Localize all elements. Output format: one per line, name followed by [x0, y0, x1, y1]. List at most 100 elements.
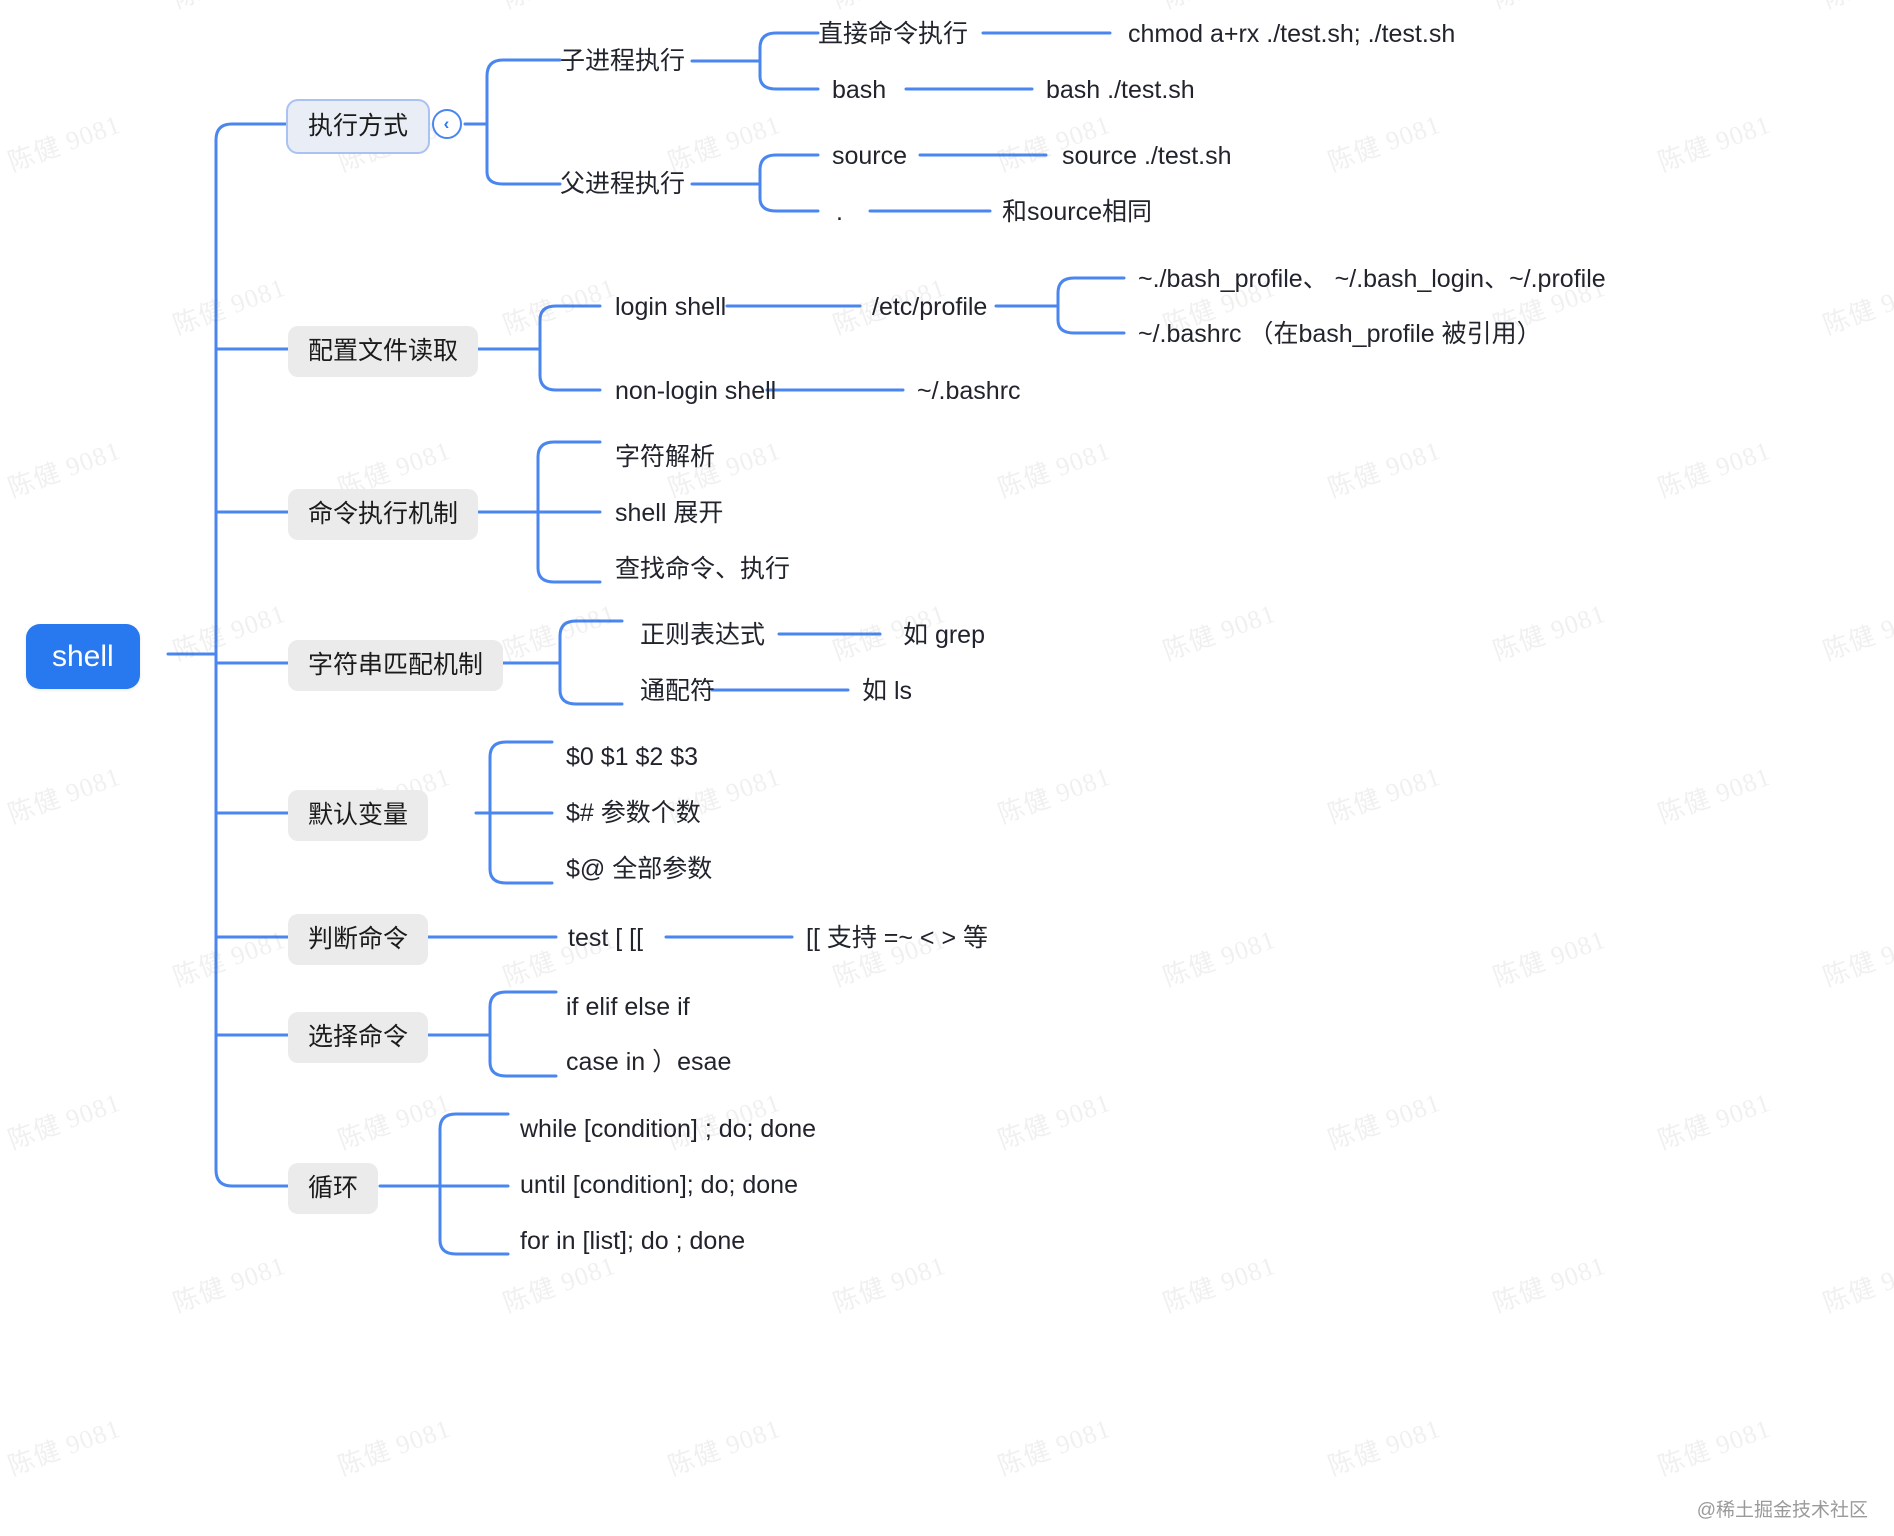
branch-node-loop[interactable]: 循环: [288, 1163, 379, 1214]
node-bash-detail[interactable]: bash ./test.sh: [1046, 75, 1195, 105]
chevron-left-icon[interactable]: ‹: [432, 109, 462, 139]
node-dot[interactable]: .: [836, 197, 843, 227]
node-label: 查找命令、执行: [615, 555, 791, 583]
node-source[interactable]: source: [832, 141, 907, 171]
node-param-count[interactable]: $# 参数个数: [566, 798, 701, 828]
node-dot-detail[interactable]: 和source相同: [1002, 197, 1152, 227]
branch-node-default-variables[interactable]: 默认变量: [288, 790, 429, 841]
watermark-text: 陈健 9081: [664, 1413, 785, 1482]
branch-node-execution-mode[interactable]: 执行方式: [288, 101, 429, 152]
branch-node-config-files[interactable]: 配置文件读取: [288, 326, 479, 377]
watermark-text: 陈健 9081: [499, 272, 620, 341]
node-label: ~./bash_profile、 ~/.bash_login、~/.profil…: [1138, 265, 1606, 293]
watermark-text: 陈健 9081: [827, 0, 950, 16]
watermark-text: 陈健 9081: [169, 598, 290, 667]
watermark-text: 陈健 9081: [1654, 109, 1775, 178]
node-for-loop[interactable]: for in [list]; do ; done: [520, 1226, 745, 1256]
node-label: non-login shell: [615, 377, 777, 405]
watermark-text: 陈健 9081: [4, 761, 125, 830]
branch-node-string-matching[interactable]: 字符串匹配机制: [288, 640, 504, 691]
node-label: test [ [[: [568, 924, 644, 952]
branch-label: 配置文件读取: [308, 337, 459, 365]
node-test-brackets[interactable]: test [ [[: [568, 923, 643, 953]
watermark-text: 陈健 9081: [4, 1087, 125, 1156]
node-direct-command[interactable]: 直接命令执行: [818, 19, 968, 49]
node-wildcard-detail[interactable]: 如 ls: [862, 676, 912, 706]
node-label: bash ./test.sh: [1046, 76, 1195, 104]
branch-label: 判断命令: [308, 925, 409, 953]
watermark-text: 陈健 9081: [1654, 1087, 1775, 1156]
root-label: shell: [52, 640, 114, 673]
node-non-login-detail[interactable]: ~/.bashrc: [917, 376, 1021, 406]
watermark-text: 陈健 9081: [994, 435, 1115, 504]
watermark-text: 陈健 9081: [499, 1250, 620, 1319]
watermark-text: 陈健 9081: [1159, 924, 1280, 993]
watermark-text: 陈健 9081: [994, 1087, 1115, 1156]
node-positional-params[interactable]: $0 $1 $2 $3: [566, 742, 698, 772]
watermark-text: 陈健 9081: [169, 924, 290, 993]
watermark-text: 陈健 9081: [4, 435, 125, 504]
watermark-text: 陈健 9081: [1654, 435, 1775, 504]
node-char-parse[interactable]: 字符解析: [615, 442, 715, 472]
node-label: $# 参数个数: [566, 799, 701, 827]
node-non-login-shell[interactable]: non-login shell: [615, 376, 776, 406]
node-label: ~/.bashrc: [917, 377, 1021, 405]
node-label: source ./test.sh: [1062, 142, 1232, 170]
branch-label: 命令执行机制: [308, 500, 459, 528]
watermark-text: 陈健 9081: [499, 598, 620, 667]
root-node[interactable]: shell: [26, 624, 140, 689]
node-bash[interactable]: bash: [832, 75, 886, 105]
branch-label: 字符串匹配机制: [308, 651, 484, 679]
branch-node-test-command[interactable]: 判断命令: [288, 914, 429, 965]
branch-label: 默认变量: [308, 801, 409, 829]
node-case-in-esac[interactable]: case in ）esae: [566, 1047, 731, 1077]
watermark-text: 陈健 9081: [497, 0, 620, 16]
node-test-brackets-detail[interactable]: [[ 支持 =~ < > 等: [806, 923, 988, 953]
node-profile-files[interactable]: ~./bash_profile、 ~/.bash_login、~/.profil…: [1138, 264, 1606, 294]
watermark-text: 陈健 9081: [1819, 1250, 1894, 1319]
node-login-shell[interactable]: login shell: [615, 292, 726, 322]
node-if-elif-else[interactable]: if elif else if: [566, 992, 690, 1022]
watermark-text: 陈健 9081: [1489, 1250, 1610, 1319]
node-label: if elif else if: [566, 993, 690, 1021]
node-parent-process[interactable]: 父进程执行: [560, 169, 685, 199]
node-shell-expand[interactable]: shell 展开: [615, 498, 723, 528]
node-all-params[interactable]: $@ 全部参数: [566, 854, 712, 884]
watermark-text: 陈健 9081: [1157, 0, 1280, 16]
node-regex-detail[interactable]: 如 grep: [903, 620, 985, 650]
watermark-text: 陈健 9081: [1819, 272, 1894, 341]
node-wildcard[interactable]: 通配符: [640, 676, 715, 706]
node-label: 如 ls: [862, 677, 913, 705]
watermark-text: 陈健 9081: [334, 1087, 455, 1156]
watermark-text: 陈健 9081: [169, 1250, 290, 1319]
watermark-text: 陈健 9081: [169, 272, 290, 341]
node-label: $@ 全部参数: [566, 855, 713, 883]
watermark-text: 陈健 9081: [1489, 598, 1610, 667]
node-source-detail[interactable]: source ./test.sh: [1062, 141, 1232, 171]
branch-node-command-mechanism[interactable]: 命令执行机制: [288, 489, 479, 540]
watermark-text: 陈健 9081: [1324, 435, 1445, 504]
watermark-text: 陈健 9081: [1819, 924, 1894, 993]
node-while-loop[interactable]: while [condition] ; do; done: [520, 1114, 816, 1144]
branch-label: 循环: [308, 1174, 359, 1202]
watermark-text: 陈健 9081: [1489, 924, 1610, 993]
node-direct-command-detail[interactable]: chmod a+rx ./test.sh; ./test.sh: [1128, 19, 1455, 49]
node-label: 如 grep: [903, 621, 985, 649]
node-label: /etc/profile: [872, 293, 988, 321]
branch-label: 执行方式: [308, 112, 409, 140]
watermark-text: 陈健 9081: [994, 1413, 1115, 1482]
branch-node-select-command[interactable]: 选择命令: [288, 1012, 429, 1063]
watermark-text: 陈健 9081: [1324, 1087, 1445, 1156]
node-label: while [condition] ; do; done: [520, 1115, 817, 1143]
watermark-text: 陈健 9081: [1159, 598, 1280, 667]
node-child-process[interactable]: 子进程执行: [560, 46, 685, 76]
node-etc-profile[interactable]: /etc/profile: [872, 292, 987, 322]
branch-label: 选择命令: [308, 1023, 409, 1051]
node-find-command[interactable]: 查找命令、执行: [615, 554, 790, 584]
node-until-loop[interactable]: until [condition]; do; done: [520, 1170, 798, 1200]
node-regex[interactable]: 正则表达式: [640, 620, 765, 650]
node-label: 通配符: [640, 677, 716, 705]
node-bashrc-referenced[interactable]: ~/.bashrc （在bash_profile 被引用）: [1138, 319, 1542, 349]
